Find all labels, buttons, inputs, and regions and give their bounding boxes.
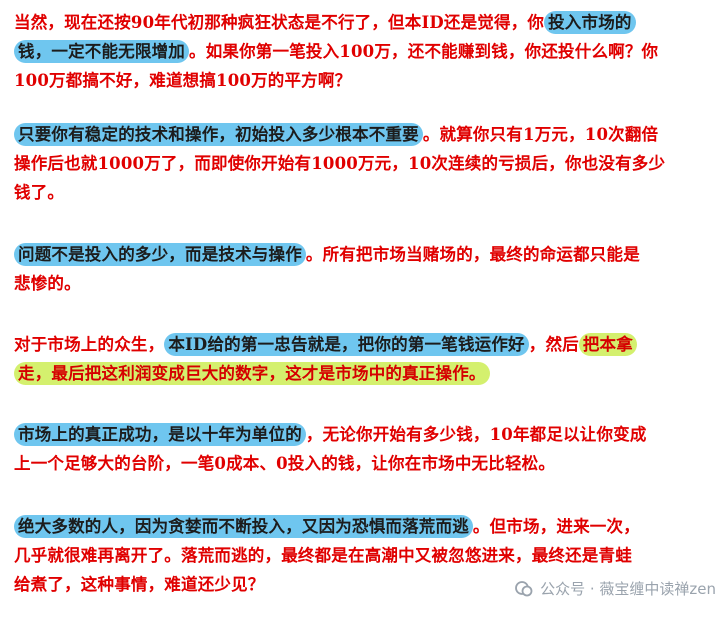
text-segment: ，无论你开始有多少钱，10年都足以让你变成 bbox=[305, 425, 647, 444]
text-line: 只要你有稳定的技术和操作，初始投入多少根本不重要。就算你只有1万元，10次翻倍 bbox=[14, 120, 714, 149]
text-segment: 对于市场上的众生， bbox=[14, 335, 165, 354]
text-segment: 钱了。 bbox=[14, 183, 65, 202]
text-segment: 。就算你只有1万元，10次翻倍 bbox=[422, 125, 659, 144]
text-line: 上一个足够大的台阶，一笔0成本、0投入的钱，让你在市场中无比轻松。 bbox=[14, 449, 714, 478]
paragraph: 只要你有稳定的技术和操作，初始投入多少根本不重要。就算你只有1万元，10次翻倍操… bbox=[14, 120, 714, 207]
text-segment: 100万都搞不好，难道想搞100万的平方啊？ bbox=[14, 71, 352, 90]
text-line: 操作后也就1000万了，而即使你开始有1000万元，10次连续的亏损后，你也没有… bbox=[14, 149, 714, 178]
text-segment: 。所有把市场当赌场的，最终的命运都只能是 bbox=[305, 245, 640, 264]
text-line: 几乎就很难再离开了。落荒而逃的，最终都是在高潮中又被忽悠进来，最终还是青蛙 bbox=[14, 541, 714, 570]
paragraph: 问题不是投入的多少，而是技术与操作。所有把市场当赌场的，最终的命运都只能是悲惨的… bbox=[14, 240, 714, 298]
highlighted-text: 投入市场的 bbox=[544, 11, 636, 34]
watermark-text: 公众号 · 薇宝缠中读禅zen bbox=[540, 580, 716, 598]
text-line: 对于市场上的众生，本ID给的第一忠告就是，把你的第一笔钱运作好，然后把本拿 bbox=[14, 330, 714, 359]
text-line: 绝大多数的人，因为贪婪而不断投入，又因为恐惧而落荒而逃。但市场，进来一次， bbox=[14, 512, 714, 541]
highlighted-text: 市场上的真正成功，是以十年为单位的 bbox=[14, 423, 306, 446]
text-line: 走，最后把这利润变成巨大的数字，这才是市场中的真正操作。 bbox=[14, 359, 714, 388]
text-segment: 。如果你第一笔投入100万，还不能赚到钱，你还投什么啊？你 bbox=[189, 42, 659, 61]
highlighted-text: 走，最后把这利润变成巨大的数字，这才是市场中的真正操作。 bbox=[14, 362, 490, 385]
text-line: 给煮了，这种事情，难道还少见？ bbox=[14, 570, 714, 599]
text-segment: ，然后 bbox=[528, 335, 579, 354]
text-segment: 。但市场，进来一次， bbox=[472, 517, 640, 536]
wechat-icon bbox=[515, 580, 533, 596]
paragraph: 绝大多数的人，因为贪婪而不断投入，又因为恐惧而落荒而逃。但市场，进来一次， 几乎就… bbox=[14, 512, 714, 599]
text-line: 问题不是投入的多少，而是技术与操作。所有把市场当赌场的，最终的命运都只能是 bbox=[14, 240, 714, 269]
highlighted-text: 钱，一定不能无限增加 bbox=[14, 40, 189, 63]
text-line: 钱了。 bbox=[14, 178, 714, 207]
text-line: 市场上的真正成功，是以十年为单位的，无论你开始有多少钱，10年都足以让你变成 bbox=[14, 420, 714, 449]
text-segment: 几乎就很难再离开了。落荒而逃的，最终都是在高潮中又被忽悠进来，最终还是青蛙 bbox=[14, 546, 632, 565]
watermark: 公众号 · 薇宝缠中读禅zen bbox=[514, 578, 716, 599]
text-line: 100万都搞不好，难道想搞100万的平方啊？ bbox=[14, 66, 714, 95]
text-segment: 操作后也就1000万了，而即使你开始有1000万元，10次连续的亏损后，你也没有… bbox=[14, 154, 666, 173]
text-segment: 悲惨的。 bbox=[14, 274, 81, 293]
paragraph: 当然，现在还按90年代初那种疯狂状态是不行了，但本ID还是觉得，你投入市场的钱，… bbox=[14, 8, 714, 95]
text-line: 钱，一定不能无限增加。如果你第一笔投入100万，还不能赚到钱，你还投什么啊？你 bbox=[14, 37, 714, 66]
paragraph: 市场上的真正成功，是以十年为单位的，无论你开始有多少钱，10年都足以让你变成上一… bbox=[14, 420, 714, 478]
highlighted-text: 本ID给的第一忠告就是，把你的第一笔钱运作好 bbox=[164, 333, 529, 356]
highlighted-text: 绝大多数的人，因为贪婪而不断投入，又因为恐惧而落荒而逃 bbox=[14, 515, 473, 538]
text-line: 悲惨的。 bbox=[14, 269, 714, 298]
paragraph: 对于市场上的众生，本ID给的第一忠告就是，把你的第一笔钱运作好，然后把本拿走，最… bbox=[14, 330, 714, 388]
highlighted-text: 问题不是投入的多少，而是技术与操作 bbox=[14, 243, 306, 266]
text-line: 当然，现在还按90年代初那种疯狂状态是不行了，但本ID还是觉得，你投入市场的 bbox=[14, 8, 714, 37]
highlighted-text: 只要你有稳定的技术和操作，初始投入多少根本不重要 bbox=[14, 123, 423, 146]
text-segment: 当然，现在还按90年代初那种疯狂状态是不行了，但本ID还是觉得，你 bbox=[14, 13, 545, 32]
text-segment: 给煮了，这种事情，难道还少见？ bbox=[14, 575, 265, 594]
text-segment: 上一个足够大的台阶，一笔0成本、0投入的钱，让你在市场中无比轻松。 bbox=[14, 454, 556, 473]
highlighted-text: 把本拿 bbox=[578, 333, 637, 356]
